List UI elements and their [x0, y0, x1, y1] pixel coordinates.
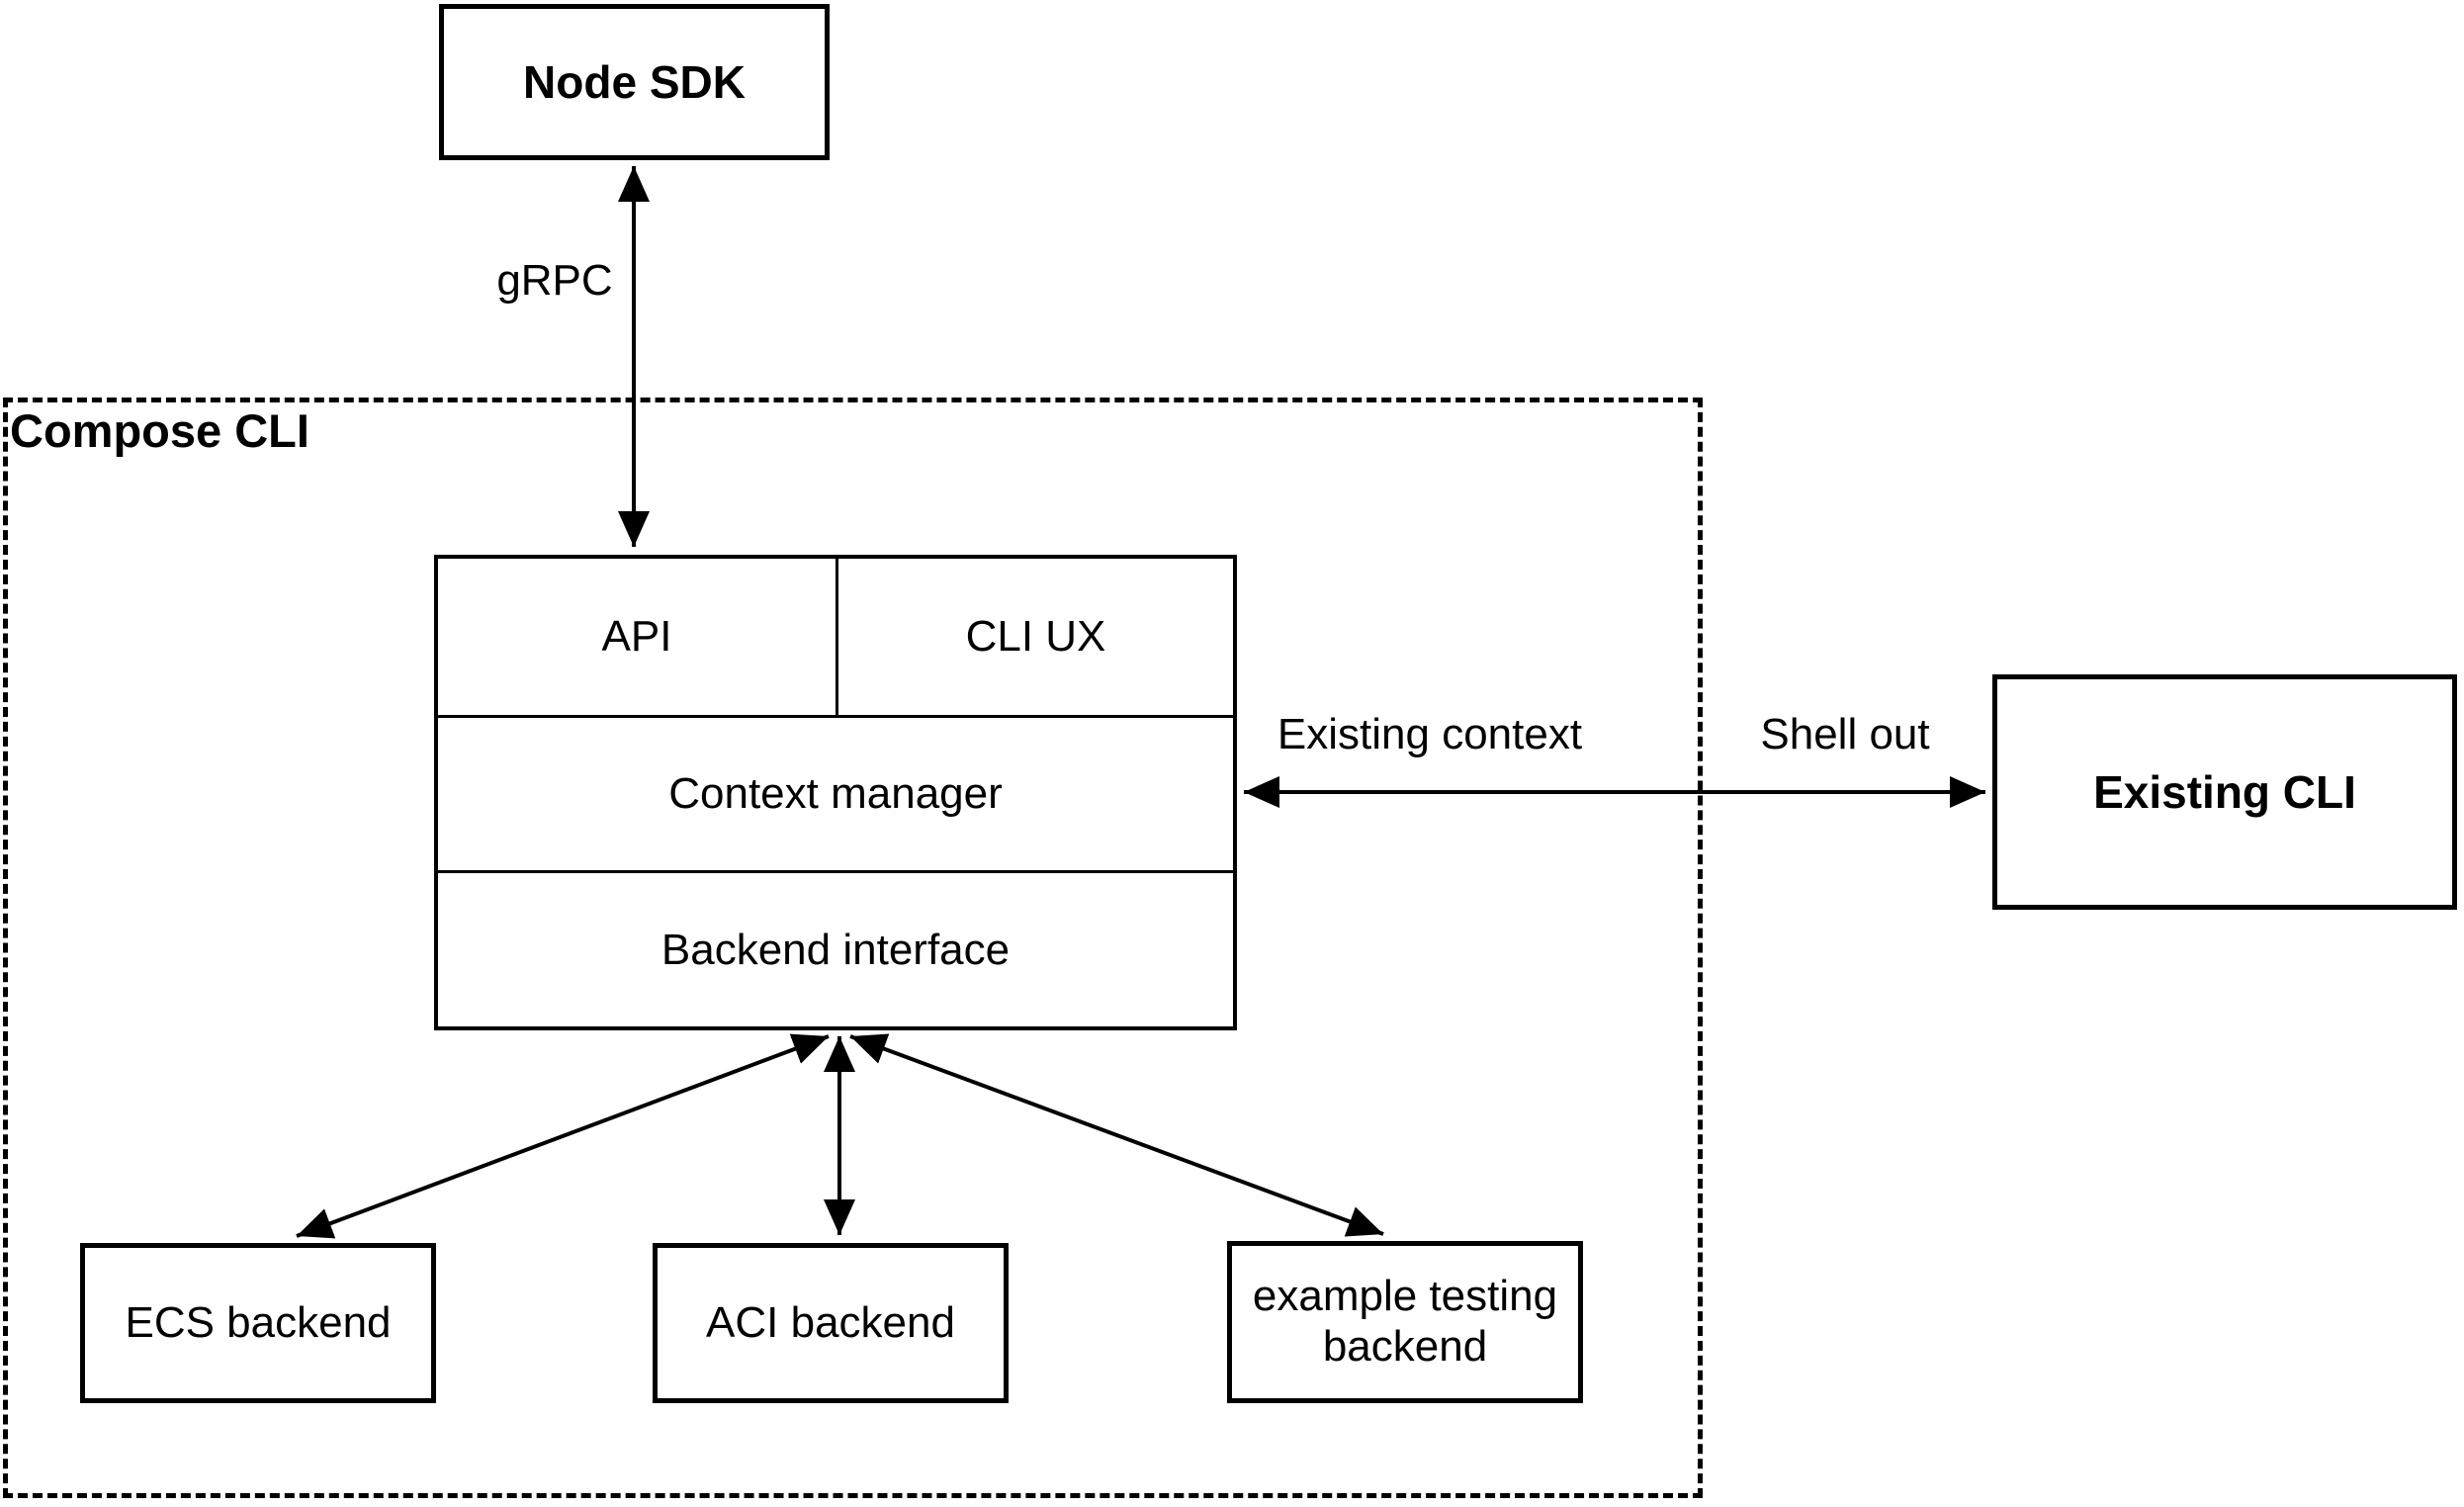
- context-manager-label: Context manager: [668, 768, 1003, 818]
- aci-backend-label: ACI backend: [706, 1297, 955, 1347]
- shell-out-edge-label: Shell out: [1760, 710, 1930, 758]
- context-manager-box: Context manager: [438, 714, 1233, 871]
- cli-ux-label: CLI UX: [965, 611, 1106, 661]
- existing-cli-box: Existing CLI: [1992, 674, 2457, 910]
- example-testing-backend-box: example testing backend: [1227, 1241, 1583, 1403]
- ecs-backend-box: ECS backend: [80, 1243, 436, 1403]
- cli-ux-box: CLI UX: [836, 559, 1233, 715]
- backend-interface-label: Backend interface: [660, 925, 1011, 974]
- compose-cli-container: [3, 398, 1703, 1498]
- api-label: API: [601, 611, 672, 661]
- aci-backend-box: ACI backend: [653, 1243, 1009, 1403]
- grpc-edge-label: gRPC: [496, 256, 613, 305]
- existing-context-edge-label: Existing context: [1276, 710, 1583, 758]
- backend-interface-box: Backend interface: [438, 870, 1233, 1026]
- compose-cli-core-stack: API CLI UX Context manager Backend inter…: [434, 555, 1237, 1030]
- compose-cli-container-label: Compose CLI: [10, 404, 309, 457]
- api-cliux-row: API CLI UX: [438, 559, 1233, 715]
- node-sdk-box: Node SDK: [439, 4, 830, 160]
- example-testing-backend-label: example testing backend: [1252, 1272, 1558, 1371]
- api-box: API: [438, 559, 836, 715]
- example-backend-arrow: [849, 1033, 1384, 1237]
- ecs-backend-label: ECS backend: [125, 1297, 392, 1347]
- ecs-backend-arrow: [296, 1033, 830, 1239]
- existing-cli-label: Existing CLI: [2093, 765, 2356, 818]
- node-sdk-label: Node SDK: [523, 55, 746, 108]
